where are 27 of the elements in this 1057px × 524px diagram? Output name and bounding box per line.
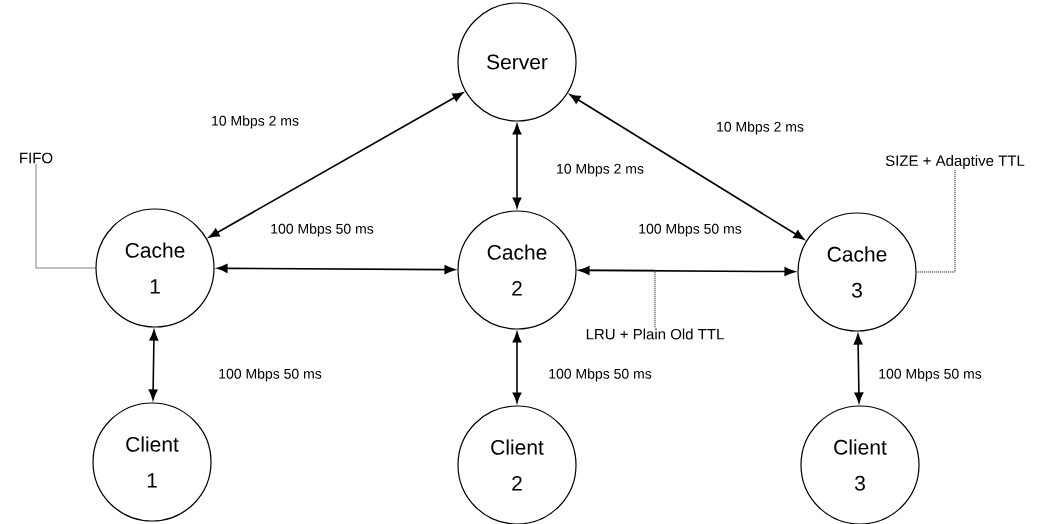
arrow [148,330,159,400]
annotation-text: LRU + Plain Old TTL [586,328,724,340]
edge-label: 100 Mbps 50 ms [269,222,375,238]
circle-node: Server [457,2,577,122]
arrow [217,264,455,274]
circle-node: Cache 3 [797,212,917,332]
edge-label: 100 Mbps 50 ms [637,222,743,238]
edge-label: 100 Mbps 50 ms [217,367,323,383]
annotation-text: FIFO [20,152,53,164]
circle-node: Client 1 [92,402,212,522]
edge-label: 100 Mbps 50 ms [547,367,653,383]
arrow [579,266,795,276]
leader-line [576,269,656,328]
arrow [512,124,522,208]
arrow [512,332,522,403]
arrow [853,334,864,403]
leader-line [35,164,96,269]
circle-node: Cache 1 [95,208,215,328]
edge-label: 10 Mbps 2 ms [555,162,645,178]
edge-label: 100 Mbps 50 ms [877,367,983,383]
annotation-text: SIZE + Adaptive TTL [885,155,1025,169]
edge-label: 10 Mbps 2 ms [715,120,805,136]
arrow [208,92,464,238]
leader-line [916,169,956,273]
circle-node: Cache 2 [457,210,577,330]
edge-label: 10 Mbps 2 ms [210,114,300,130]
arrow [569,94,805,240]
